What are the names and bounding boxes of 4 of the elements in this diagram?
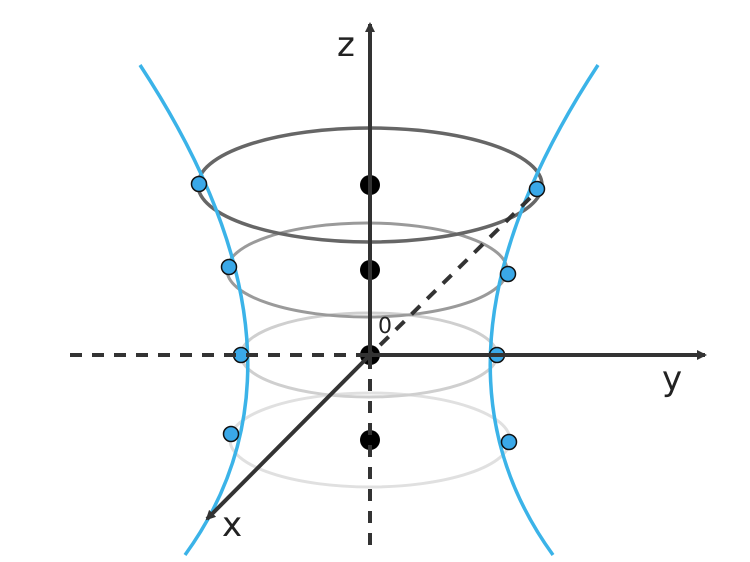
axis-label: x <box>222 508 242 542</box>
axis-label: z <box>337 28 355 62</box>
origin-label: 0 <box>378 316 392 338</box>
axis-label: y <box>662 362 682 396</box>
